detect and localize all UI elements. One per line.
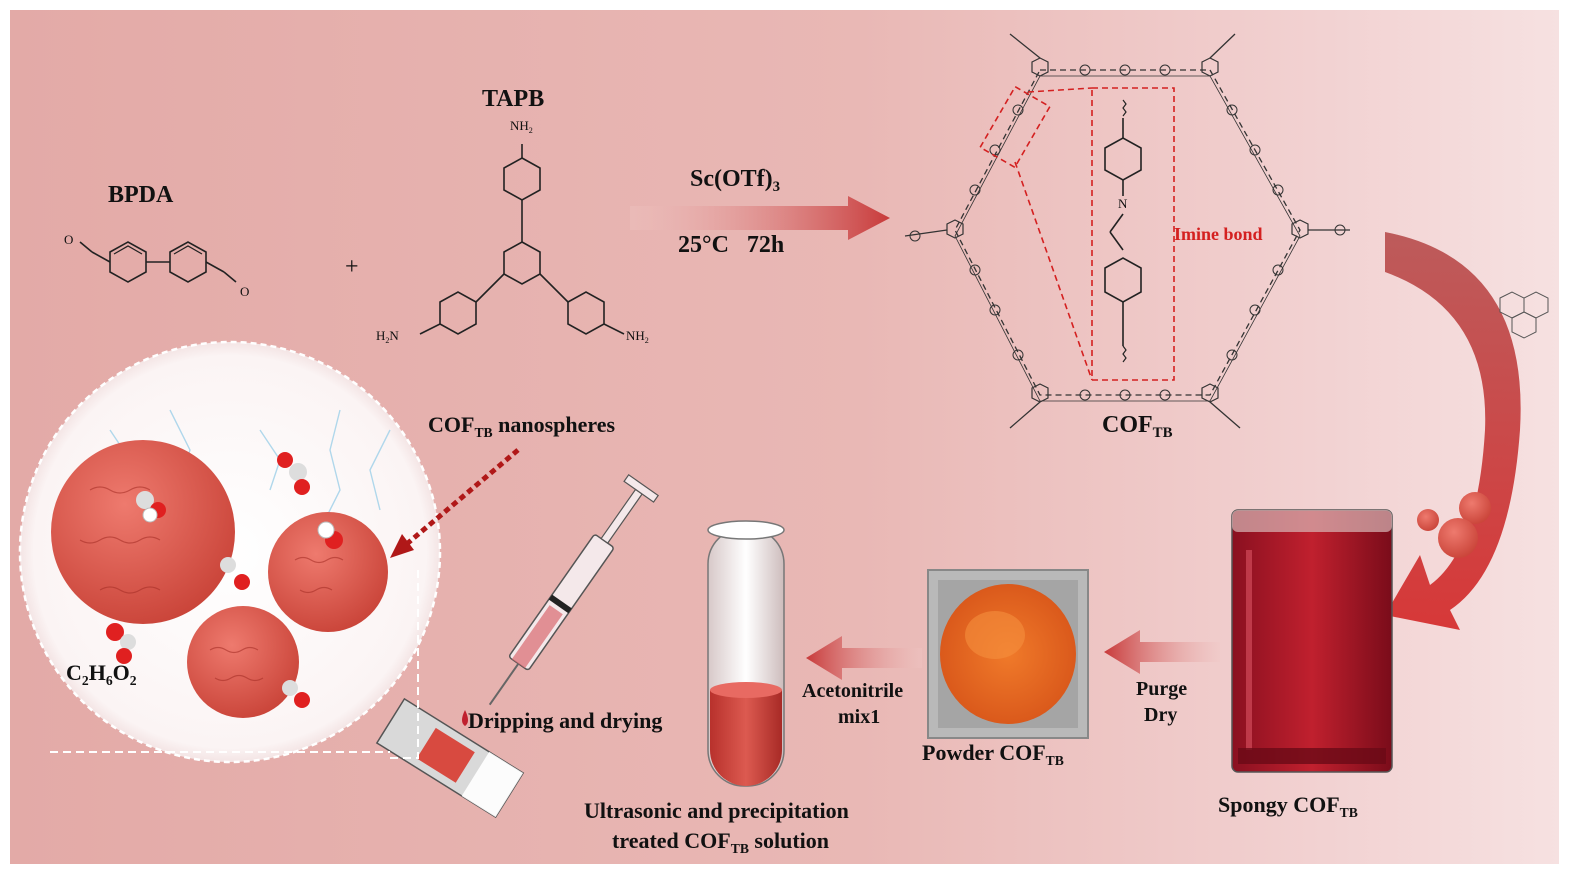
imine-bond-label: Imine bond [1174,224,1263,244]
imine-n-atom: N [1118,196,1128,211]
purge-dry-arrow [1104,630,1220,674]
mix-label: mix1 [838,706,881,728]
bpda-aldehyde-o-right: O [240,284,250,299]
curved-process-arrow [1385,232,1521,630]
tapb-label: TAPB [482,86,545,112]
imine-zoom-callout [979,85,1175,381]
nanospheres-pointer-arrow [390,448,520,558]
acetonitrile-label: Acetonitrile [802,680,904,702]
diagram-graphics [18,33,1549,819]
cof-framework-structure [904,33,1350,429]
solution-label-line1: Ultrasonic and precipitation [584,798,849,823]
catalyst-label: Sc(OTf)3 [690,166,781,196]
nanospheres-label: COFTB nanospheres [428,412,616,440]
nanosphere-decoration [1417,492,1491,558]
sensor-slide-image [375,697,525,819]
plus-sign: + [345,254,359,280]
syringe-image [488,473,659,706]
bpda-aldehyde-o-left: O [64,232,74,247]
imine-fragment-structure [1104,99,1142,363]
powder-cof-image [927,569,1089,739]
inset-connector [50,570,419,759]
figure-canvas: BPDA O O + TAPB NH2 H2N NH2 Sc(OTf)3 25°… [10,10,1559,864]
droplet-icon [462,710,468,726]
cof-crystal-icon [1499,291,1549,339]
test-tube-image [707,520,785,787]
dry-label: Dry [1144,704,1178,726]
purge-label: Purge [1136,678,1188,700]
ethylene-glycol-label: C2H6O2 [66,660,137,688]
spongy-cof-label: Spongy COFTB [1218,792,1358,820]
nanosphere-inset [18,340,442,764]
tapb-nh2-top: NH2 [510,118,533,135]
cof-tb-label: COFTB [1102,412,1173,442]
tapb-structure [419,144,625,335]
dripping-label: Dripping and drying [468,708,663,733]
bpda-label: BPDA [108,182,174,208]
bpda-structure [79,241,237,283]
powder-cof-label: Powder COFTB [922,740,1064,768]
tapb-h2n-left: H2N [376,328,399,345]
spongy-cof-image [1231,509,1393,773]
acetonitrile-arrow [806,636,922,680]
solution-label-line2: treated COFTB solution [612,828,830,856]
tapb-nh2-right: NH2 [626,328,649,345]
reaction-arrow [630,196,890,240]
reaction-conditions: 25°C 72h [678,232,785,258]
